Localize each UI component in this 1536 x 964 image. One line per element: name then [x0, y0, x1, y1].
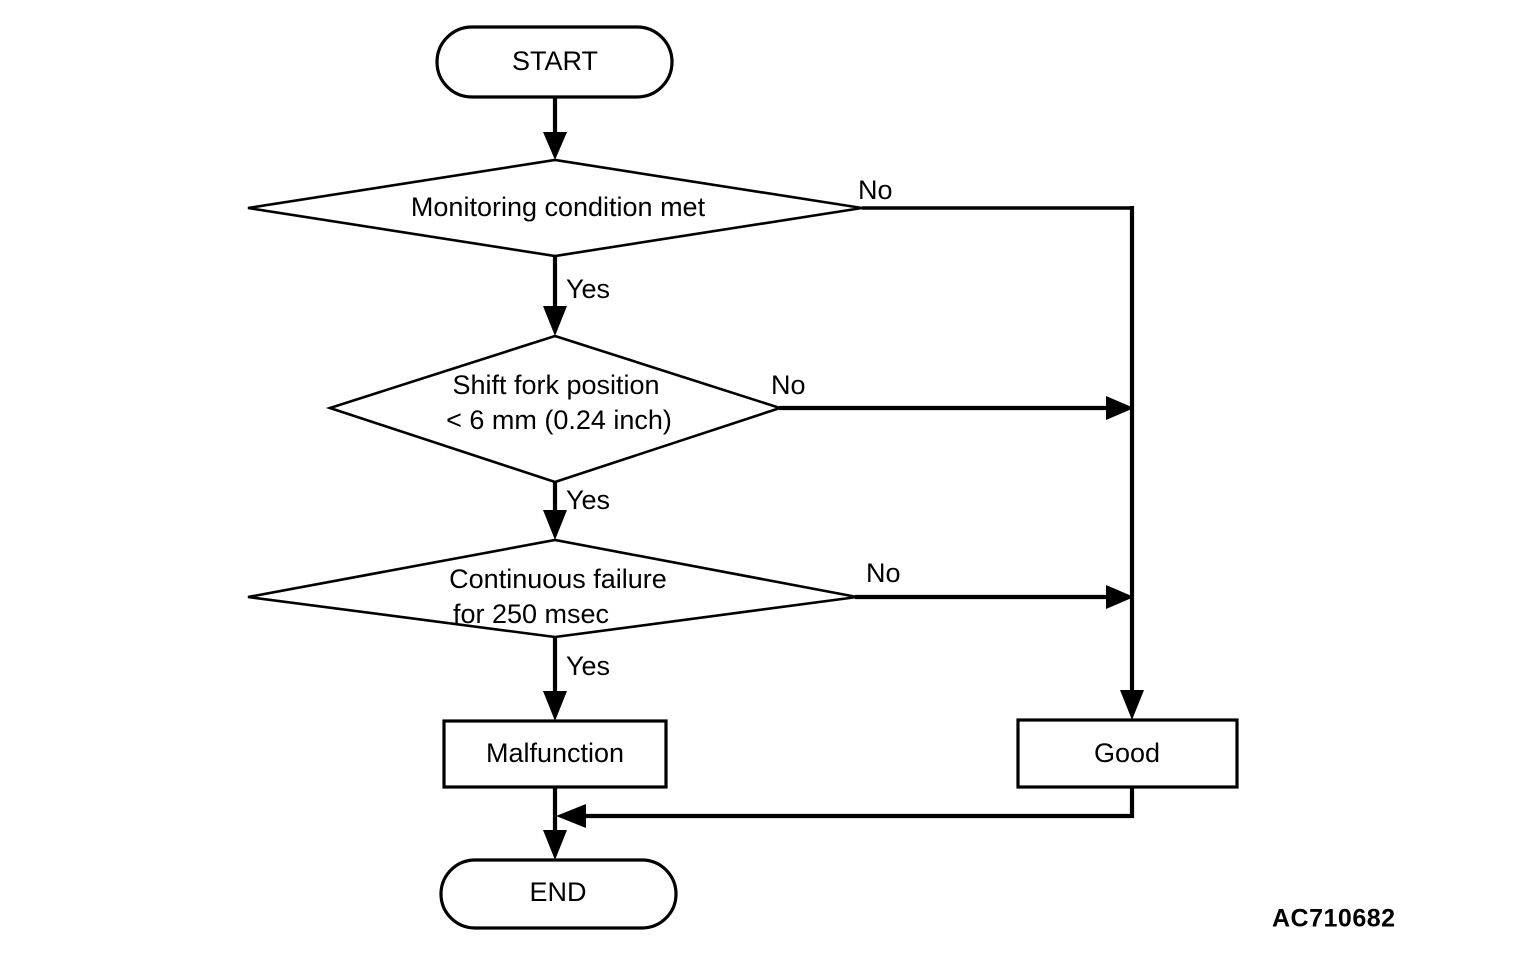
branch-label-yes-2: Yes — [566, 485, 610, 515]
node-malfunction-label: Malfunction — [486, 738, 624, 768]
node-decision-3-label-line2: for 250 msec — [453, 599, 609, 629]
node-decision-2-label-line2: < 6 mm (0.24 inch) — [446, 405, 672, 435]
branch-label-no-3: No — [866, 558, 901, 588]
node-end[interactable]: END — [439, 858, 678, 930]
node-end-label: END — [529, 877, 586, 907]
node-decision-3-label-line1: Continuous failure — [449, 564, 667, 594]
reference-code: AC710682 — [1272, 905, 1396, 933]
node-decision-continuous-failure[interactable]: Continuous failure for 250 msec — [247, 538, 858, 639]
node-start[interactable]: START — [435, 25, 674, 99]
node-malfunction[interactable]: Malfunction — [442, 719, 668, 789]
branch-label-yes-3: Yes — [566, 651, 610, 681]
connector-decision2-yes-to-decision3 — [543, 482, 567, 540]
connector-decision3-yes-to-malfunction — [543, 637, 567, 721]
node-start-label: START — [512, 46, 598, 76]
connector-right-bus-to-good — [1120, 206, 1144, 720]
node-good-label: Good — [1094, 738, 1160, 768]
connector-malfunction-to-end — [543, 787, 567, 860]
node-good[interactable]: Good — [1016, 718, 1239, 789]
branch-label-no-1: No — [858, 175, 893, 205]
branch-label-yes-1: Yes — [566, 274, 610, 304]
connector-start-to-decision1 — [543, 97, 567, 160]
node-decision-shift-fork-position[interactable]: Shift fork position < 6 mm (0.24 inch) — [325, 334, 785, 484]
connector-decision1-yes-to-decision2 — [543, 256, 567, 336]
node-decision-monitoring-condition[interactable]: Monitoring condition met — [247, 158, 863, 258]
connector-decision2-no-to-bus — [779, 396, 1134, 420]
branch-label-no-2: No — [771, 370, 806, 400]
node-decision-2-label-line1: Shift fork position — [452, 370, 659, 400]
connector-good-to-merge — [556, 787, 1135, 828]
connector-decision3-no-to-bus — [855, 585, 1134, 609]
node-decision-1-label: Monitoring condition met — [411, 192, 706, 222]
